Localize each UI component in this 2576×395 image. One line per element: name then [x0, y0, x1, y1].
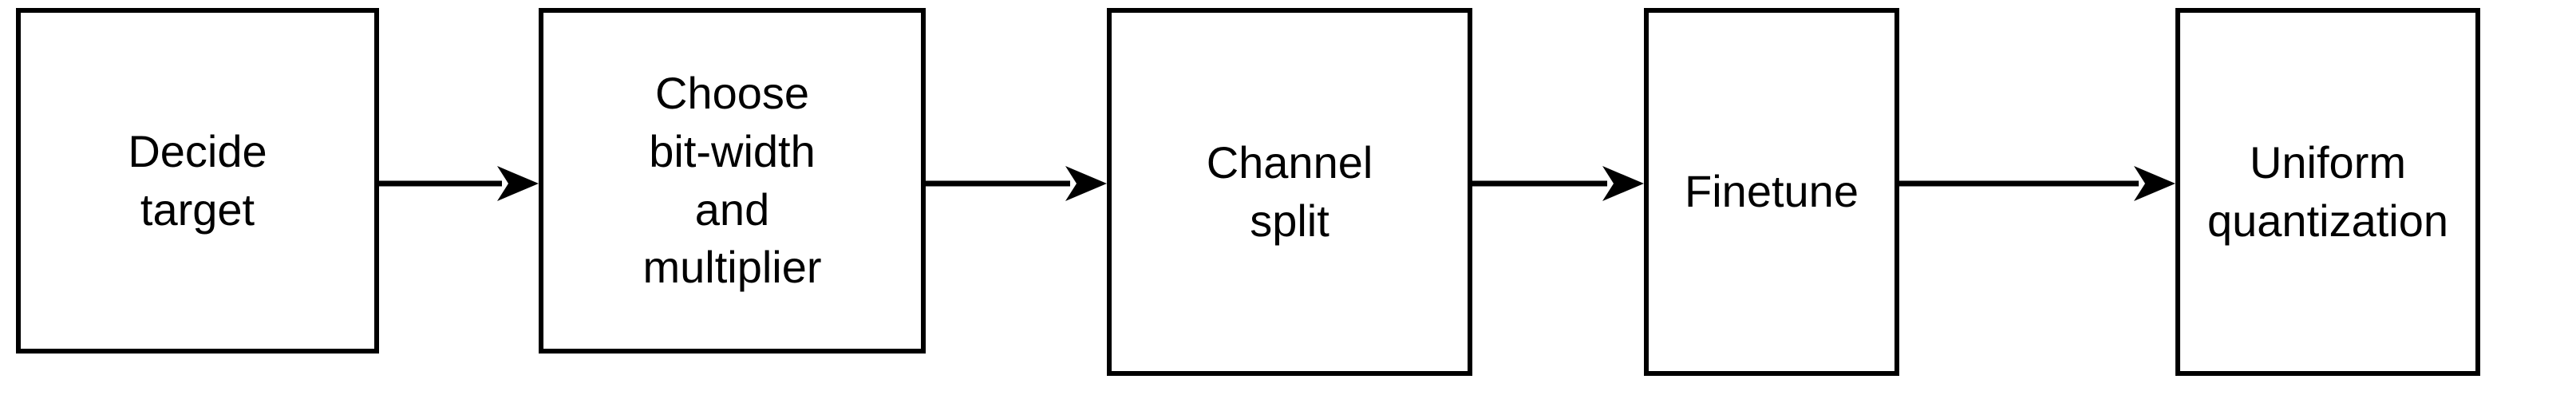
flow-node-channel-split[interactable]: Channel split: [1107, 8, 1472, 376]
flow-node-label: Choose bit-width and multiplier: [642, 67, 822, 293]
flow-arrow-2: [926, 160, 1107, 207]
flow-node-choose-bitwidth-multiplier[interactable]: Choose bit-width and multiplier: [539, 8, 926, 354]
flow-node-label: Uniform quantization: [2207, 136, 2448, 246]
flow-node-label: Decide target: [128, 125, 267, 235]
flow-node-decide-target[interactable]: Decide target: [16, 8, 379, 354]
flow-arrow-1: [379, 160, 539, 207]
flow-node-uniform-quantization[interactable]: Uniform quantization: [2175, 8, 2480, 376]
flow-node-label: Channel split: [1206, 136, 1373, 246]
flow-node-label: Finetune: [1685, 166, 1859, 217]
flow-node-finetune[interactable]: Finetune: [1644, 8, 1899, 376]
flow-arrow-3: [1472, 160, 1644, 207]
flow-arrow-4: [1899, 160, 2175, 207]
